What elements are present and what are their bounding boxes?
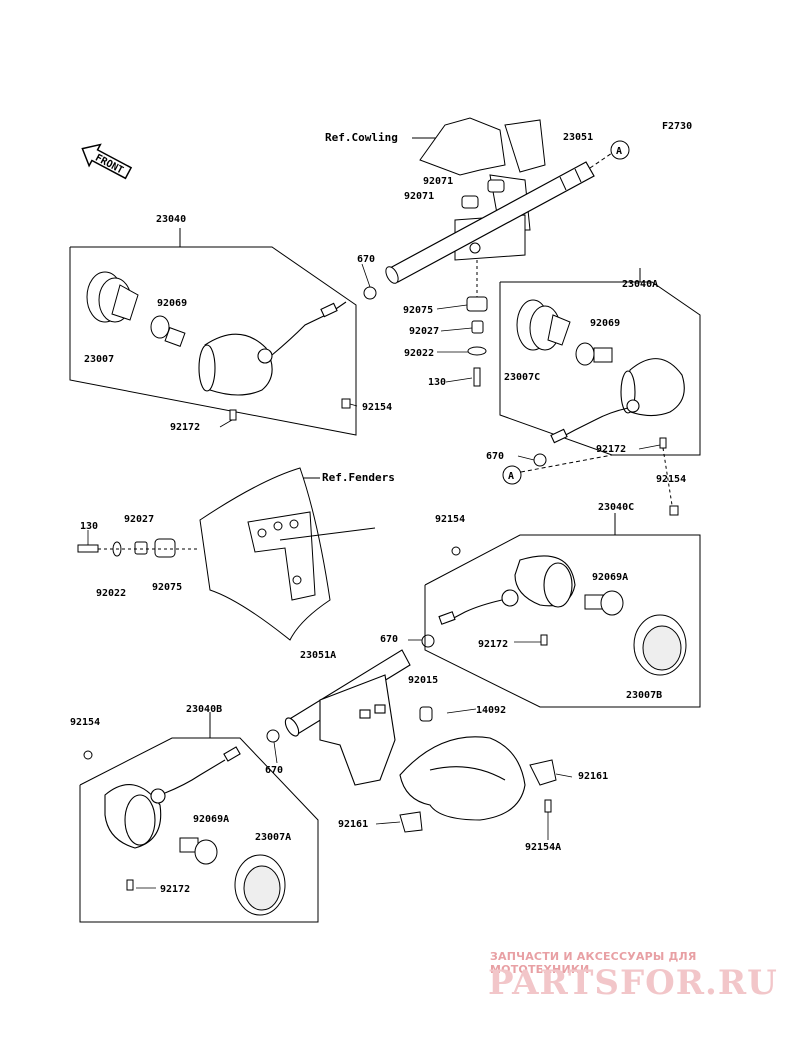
label-92027-a: 92027 (409, 326, 439, 337)
label-92075-a: 92075 (403, 305, 433, 316)
label-23040B: 23040B (186, 704, 222, 715)
label-670-b: 670 (486, 451, 504, 462)
label-23051: 23051 (563, 132, 593, 143)
lamp-housing-23040B (104, 746, 241, 849)
label-92161-a: 92161 (578, 771, 608, 782)
label-130-b: 130 (80, 521, 98, 532)
label-92161-b: 92161 (338, 819, 368, 830)
fender-plate (199, 467, 331, 641)
grommet-92071-b (487, 179, 505, 193)
label-92172-a: 92172 (170, 422, 200, 433)
bulb-92069A-left (179, 837, 218, 865)
cowling-bracket (419, 117, 546, 261)
label-130-a: 130 (428, 377, 446, 388)
label-92069: 92069 (157, 298, 187, 309)
screw-92172-c (540, 634, 548, 646)
callout-a-1: A (610, 140, 630, 160)
screw-92154A (544, 799, 552, 813)
nut-92154-b (669, 505, 679, 516)
label-92022-b: 92022 (96, 588, 126, 599)
o-ring-670-b (533, 453, 547, 467)
mount-hardware-center (466, 296, 488, 387)
label-92172-b: 92172 (596, 444, 626, 455)
label-92172-d: 92172 (160, 884, 190, 895)
clip-92161-b (399, 811, 423, 833)
o-ring-670-c (421, 634, 435, 648)
label-92154-a: 92154 (362, 402, 392, 413)
box-23040C (424, 513, 701, 708)
bulb-92069-right (575, 342, 613, 366)
front-stay-tube (385, 161, 595, 284)
label-670-a: 670 (357, 254, 375, 265)
label-23007C: 23007C (504, 372, 540, 383)
label-92027-b: 92027 (124, 514, 154, 525)
bulb-92069A-right (584, 590, 624, 616)
label-92154-b: 92154 (656, 474, 686, 485)
screw-92172-b (659, 437, 667, 449)
lens-23007C (516, 299, 571, 351)
svg-text:A: A (616, 146, 622, 157)
label-14092: 14092 (476, 705, 506, 716)
label-92069A: 92069A (592, 572, 628, 583)
o-ring-670-d (266, 729, 280, 743)
label-23051A: 23051A (300, 650, 336, 661)
label-670-c: 670 (380, 634, 398, 645)
o-ring-670-a (363, 286, 377, 300)
rear-stay-tube (284, 649, 411, 786)
label-92069-b: 92069 (590, 318, 620, 329)
label-23007A: 23007A (255, 832, 291, 843)
nut-92154-d (83, 750, 93, 760)
part-labels: 23051 92071 92071 23040 670 92069 23007 … (70, 132, 686, 895)
label-23007: 23007 (84, 354, 114, 365)
clip-92161-a (529, 759, 557, 786)
label-23040C: 23040C (598, 502, 634, 513)
lens-23007 (86, 271, 139, 323)
label-92154-c: 92154 (435, 514, 465, 525)
label-670-d: 670 (265, 765, 283, 776)
collar-92015 (419, 706, 433, 722)
mount-hardware-left (77, 538, 176, 558)
lamp-housing-23040C (438, 555, 576, 625)
label-92154-d: 92154 (70, 717, 100, 728)
screw-92172-d (126, 879, 134, 891)
svg-text:A: A (508, 471, 514, 482)
ref-cowling-label: Ref.Cowling (325, 131, 398, 144)
callout-a-2: A (502, 465, 522, 485)
watermark-logo: PARTSFOR.RU (488, 963, 778, 1003)
label-92071-b: 92071 (404, 191, 434, 202)
ref-fenders-label: Ref.Fenders (322, 471, 395, 484)
watermark-tagline: ЗАПЧАСТИ И АКСЕССУАРЫ ДЛЯ МОТОТЕХНИКИ (490, 950, 697, 976)
label-92154A: 92154A (525, 842, 561, 853)
leader-lines (87, 263, 661, 889)
label-92172-c: 92172 (478, 639, 508, 650)
box-23040 (69, 228, 357, 436)
label-23040A: 23040A (622, 279, 658, 290)
box-23040A (499, 268, 701, 456)
lens-23007B (633, 614, 687, 676)
screw-92172-a (229, 409, 237, 421)
label-23007B: 23007B (626, 690, 662, 701)
figure-code: F2730 (662, 121, 692, 132)
box-23040B (79, 712, 319, 923)
lens-23007A (234, 854, 286, 916)
nut-92154-c (451, 546, 461, 556)
lamp-housing-23040A (550, 358, 685, 444)
label-92071-a: 92071 (423, 176, 453, 187)
label-23040: 23040 (156, 214, 186, 225)
nut-92154-a (341, 398, 351, 409)
cover-14092 (399, 736, 526, 821)
lamp-housing-23040 (198, 301, 347, 396)
label-92075-b: 92075 (152, 582, 182, 593)
bulb-92069 (150, 315, 186, 347)
grommet-92071-a (461, 195, 479, 209)
front-arrow-icon: FRONT (81, 143, 133, 180)
label-92069A-left: 92069A (193, 814, 229, 825)
label-92022-a: 92022 (404, 348, 434, 359)
label-92015: 92015 (408, 675, 438, 686)
